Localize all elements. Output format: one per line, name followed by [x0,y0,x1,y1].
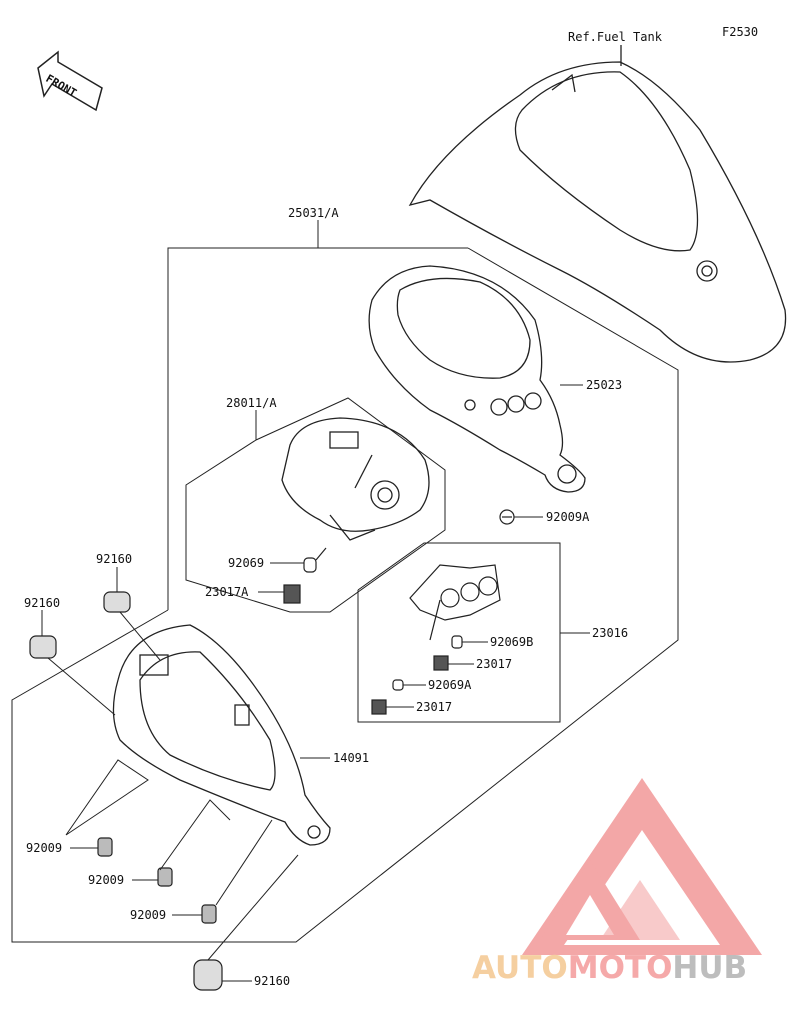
indicator-bracket [371,564,501,715]
callout-28011a: 28011/A [226,396,277,410]
screw-92009-icons [97,837,217,924]
callout-92069b: 92069B [490,635,534,649]
watermark-logo-icon [522,778,762,955]
front-arrow-icon [37,50,103,112]
bulb-socket-a [283,547,327,604]
callout-92160-bottom: 92160 [254,974,291,988]
callout-92009-3: 92009 [130,908,167,922]
callout-25031a: 25031/A [288,206,339,220]
callout-92009-1: 92009 [26,841,63,855]
callout-92160-a: 92160 [96,552,133,566]
callout-23017a: 23017A [205,585,249,599]
callout-92009a: 92009A [546,510,590,524]
callout-14091: 14091 [333,751,370,765]
callout-92069-top: 92069 [228,556,265,570]
meter-cover [368,265,586,493]
meter-assembly [281,417,430,541]
callout-92009-2: 92009 [88,873,125,887]
figure-code: F2530 [722,25,759,39]
leader-lines [11,220,679,982]
watermark-hub: HUB [672,950,748,986]
watermark-moto: MOTO [567,950,673,986]
callout-92160-b: 92160 [24,596,61,610]
screw-92009a-icon [499,509,515,525]
watermark-auto: AUTO [472,950,568,986]
watermark-text: AUTOMOTOHUB [472,950,747,986]
callout-92069a: 92069A [428,678,472,692]
callout-25023: 25023 [586,378,623,392]
meter-case [112,624,331,846]
callout-23016: 23016 [592,626,629,640]
fuel-tank-cover [408,45,787,363]
callout-23017-2: 23017 [416,700,453,714]
ref-fuel-tank-label: Ref.Fuel Tank [568,30,662,44]
callout-23017-1: 23017 [476,657,513,671]
